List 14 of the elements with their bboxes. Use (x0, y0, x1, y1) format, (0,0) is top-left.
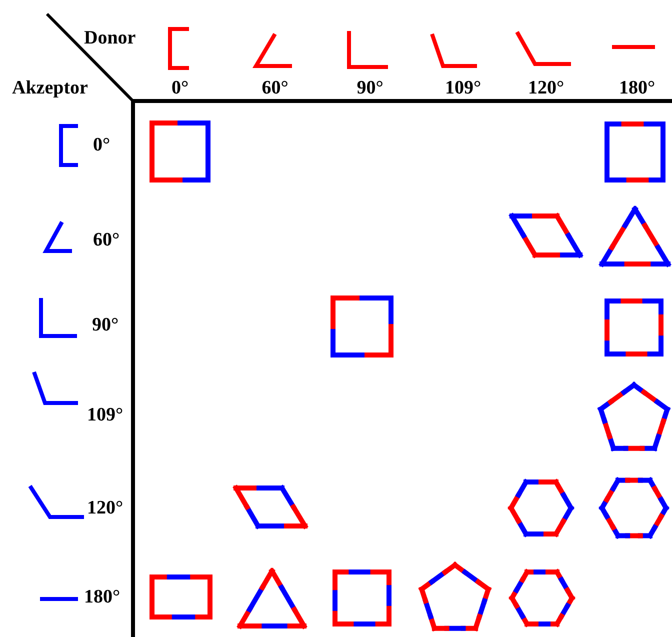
column-header: 0° (171, 78, 189, 98)
row-header: 120° (87, 498, 124, 518)
row-header: 90° (92, 316, 119, 334)
row-header: 180° (84, 588, 120, 606)
axis-title: Donor (84, 28, 136, 48)
column-header: 180° (618, 78, 656, 98)
axis-title: Akzeptor (12, 78, 88, 98)
row-header: 0° (93, 136, 110, 154)
column-header: 90° (356, 78, 384, 98)
column-header: 109° (444, 78, 482, 98)
column-header: 60° (262, 78, 288, 98)
column-header: 120° (528, 78, 564, 98)
row-header: 60° (93, 230, 120, 250)
row-header: 109° (87, 406, 124, 424)
